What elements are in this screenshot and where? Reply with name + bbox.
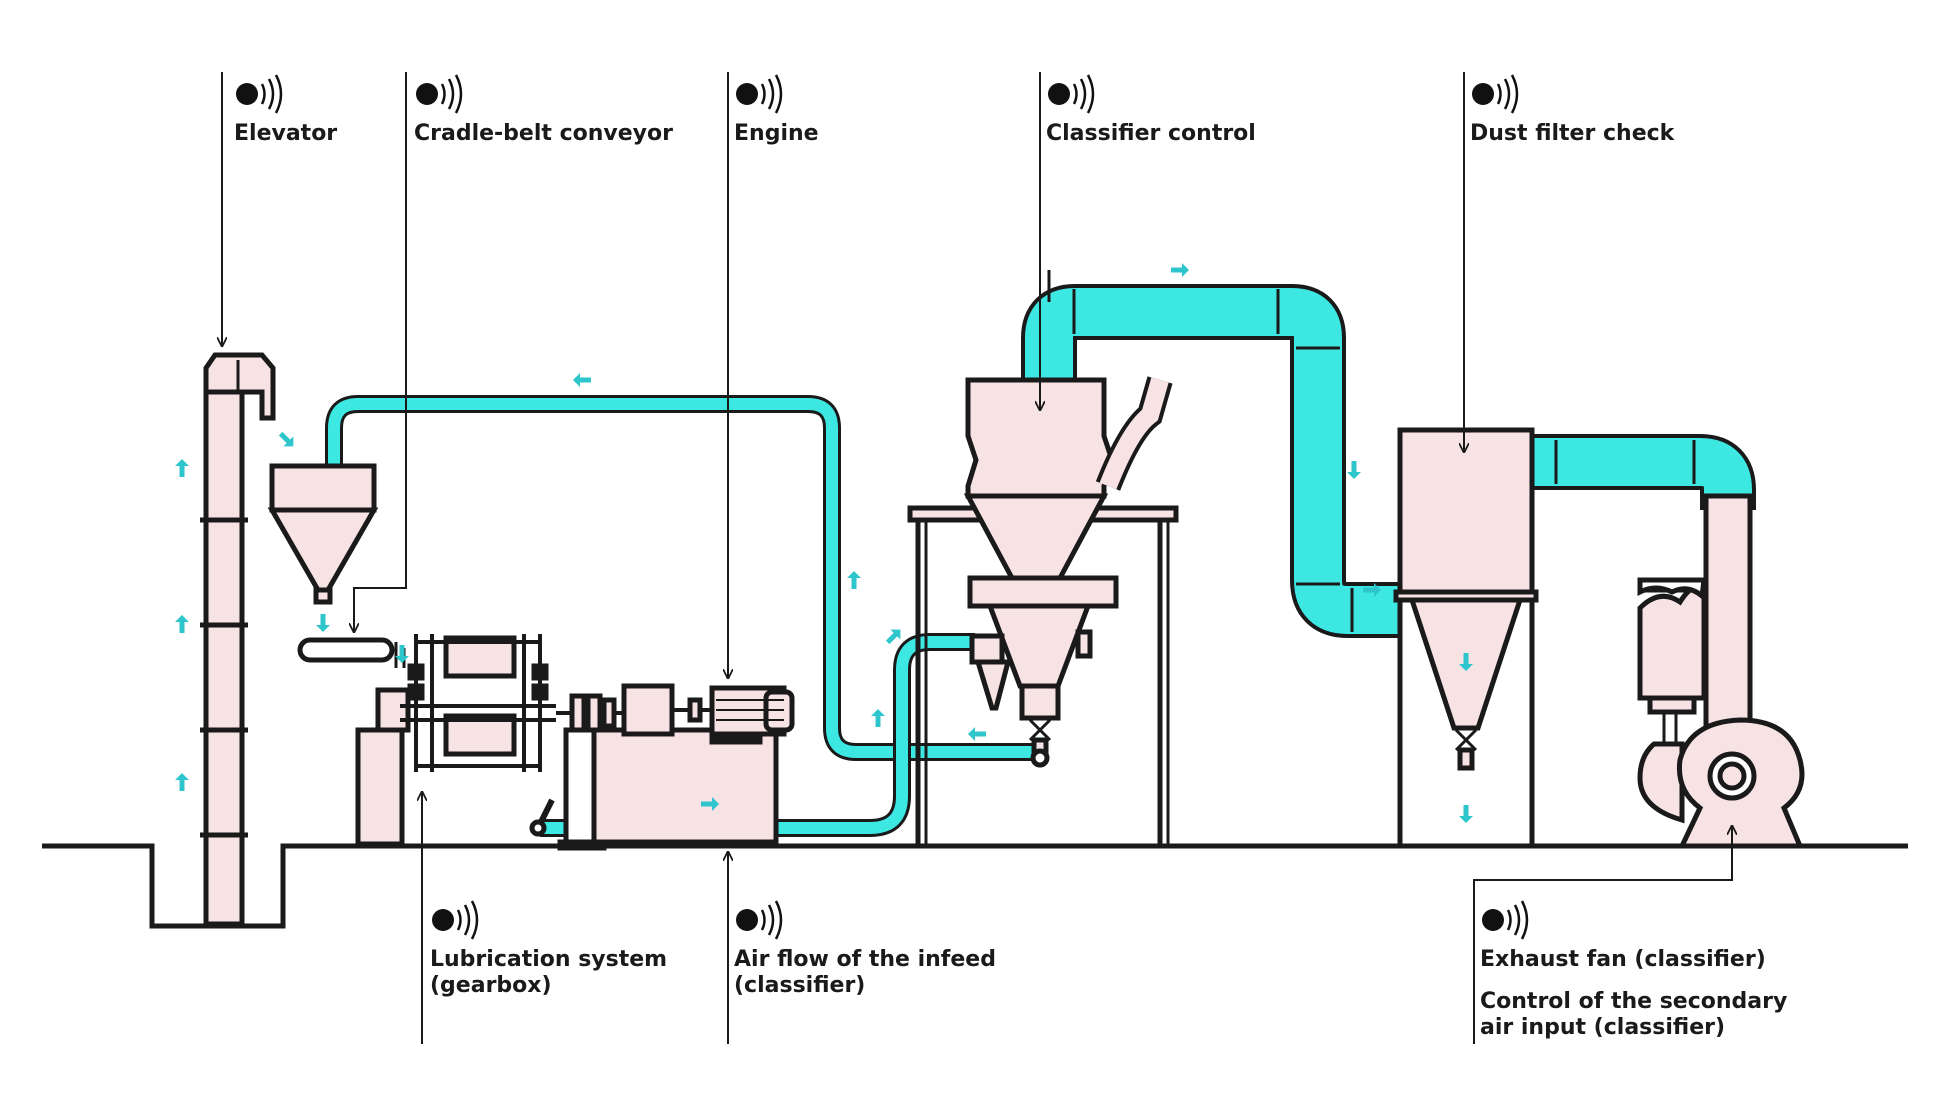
wireless-sensor-icon [736, 74, 783, 114]
roller-mill [355, 634, 556, 847]
label-secondary-line1: Control of the secondary [1480, 989, 1788, 1014]
leader-lines [222, 72, 1732, 1044]
label-cradle-belt-conveyor: Cradle-belt conveyor [414, 121, 673, 146]
wireless-sensor-icon [1482, 900, 1529, 940]
label-secondary-line2: air input (classifier) [1480, 1015, 1726, 1040]
label-lubrication-line2: (gearbox) [430, 973, 552, 998]
wireless-sensor-icon [736, 900, 783, 940]
label-exhaust-fan: Exhaust fan (classifier) [1480, 947, 1766, 972]
label-elevator: Elevator [234, 121, 338, 146]
wireless-sensor-icon [416, 74, 463, 114]
flow-arrows [175, 263, 1473, 823]
ground-line [42, 843, 1908, 929]
feed-hopper [267, 463, 379, 605]
drive-unit [556, 683, 795, 851]
exhaust-fan [1637, 493, 1805, 849]
wireless-sensor-icon [1472, 74, 1519, 114]
classifier-to-filter-duct [1021, 270, 1398, 638]
dust-filter [1393, 427, 1539, 846]
label-airflow-line2: (classifier) [734, 973, 866, 998]
filter-to-fan-duct [1528, 434, 1756, 510]
label-dust-filter-check: Dust filter check [1470, 121, 1675, 146]
wireless-sensor-icon [1048, 74, 1095, 114]
label-lubrication-line1: Lubrication system [430, 947, 668, 972]
label-classifier-control: Classifier control [1046, 121, 1256, 146]
classifier [907, 376, 1179, 846]
label-engine: Engine [734, 121, 819, 146]
label-airflow-line1: Air flow of the infeed [734, 947, 996, 972]
wireless-sensor-icon [236, 74, 283, 114]
bucket-elevator [200, 352, 276, 927]
wireless-sensor-icon [432, 900, 479, 940]
return-air-duct [325, 395, 1040, 761]
cradle-belt-conveyor [297, 637, 395, 663]
